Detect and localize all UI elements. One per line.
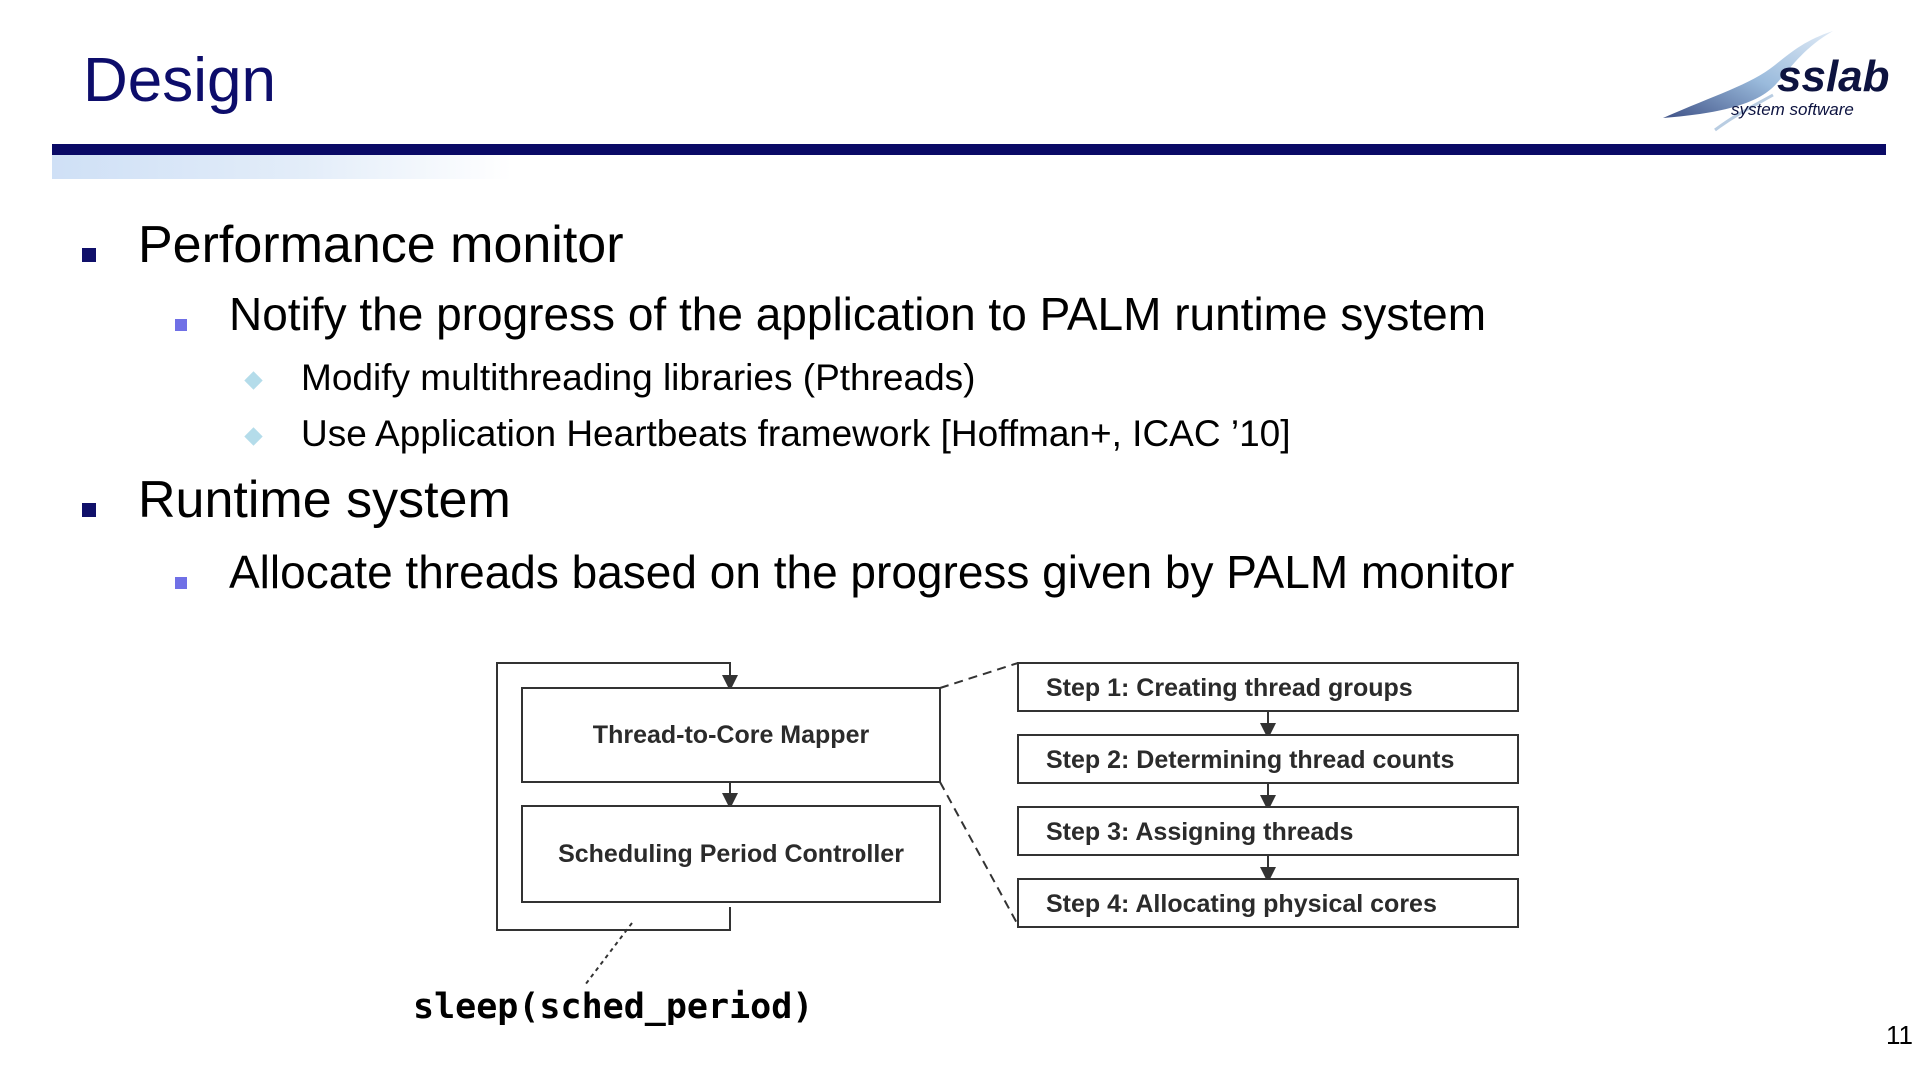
mapper-label: Thread-to-Core Mapper [593, 721, 870, 749]
step-3-label: Step 3: Assigning threads [1046, 818, 1353, 846]
sleep-label: sleep(sched_period) [413, 987, 814, 1027]
runtime-diagram: Thread-to-Core Mapper Scheduling Period … [496, 662, 1519, 931]
page-number: 11 [1886, 1020, 1913, 1050]
bullet-marker-l1 [82, 248, 96, 262]
zoom-line-top [939, 662, 1019, 689]
step-1-label: Step 1: Creating thread groups [1046, 674, 1413, 702]
bullet-marker-l3 [244, 427, 263, 446]
bullet-marker-l1 [82, 503, 96, 517]
step-2-label: Step 2: Determining thread counts [1046, 746, 1454, 774]
mapper-box [521, 687, 941, 783]
bullet-runtime-system: Runtime system [138, 471, 511, 529]
swoosh-icon [1663, 31, 1833, 132]
logo-tagline: system software [1731, 100, 1854, 119]
sslab-logo: sslab system software [1655, 25, 1890, 140]
bullet-performance-monitor: Performance monitor [138, 216, 624, 274]
title-rule-shadow [52, 155, 512, 179]
logo-name: sslab [1777, 52, 1890, 101]
sleep-leader-line [584, 922, 633, 986]
controller-box [521, 805, 941, 903]
step-4-label: Step 4: Allocating physical cores [1046, 890, 1437, 918]
bullet-modify-libraries: Modify multithreading libraries (Pthread… [301, 357, 976, 398]
step-3-box [1017, 806, 1519, 856]
bullet-allocate-threads: Allocate threads based on the progress g… [229, 546, 1515, 598]
bullet-marker-l2 [175, 577, 187, 589]
controller-label: Scheduling Period Controller [558, 840, 904, 868]
zoom-line-bottom [939, 781, 1019, 926]
bullet-heartbeats: Use Application Heartbeats framework [Ho… [301, 413, 1291, 454]
bullet-marker-l3 [244, 371, 263, 390]
slide-title: Design [83, 46, 276, 115]
title-rule [52, 144, 1886, 155]
bullet-notify-progress: Notify the progress of the application t… [229, 288, 1487, 340]
step-4-box [1017, 878, 1519, 928]
bullet-marker-l2 [175, 319, 187, 331]
